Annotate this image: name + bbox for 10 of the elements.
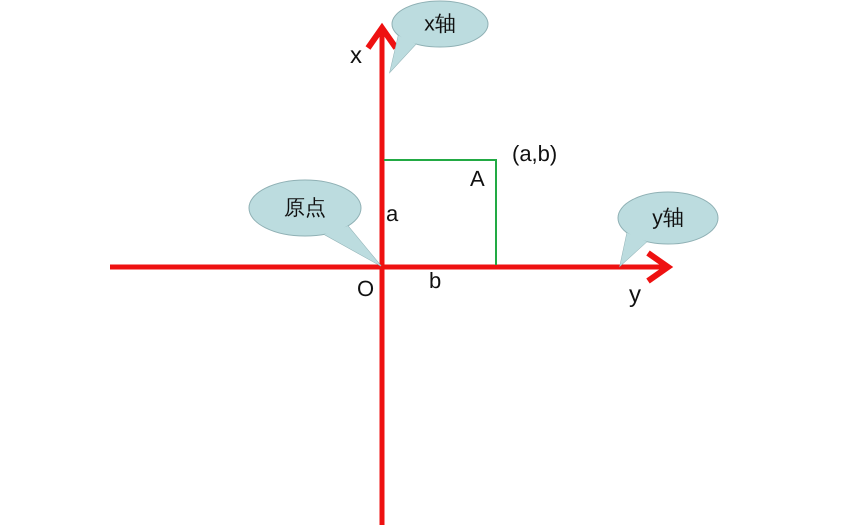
axis-label: b bbox=[429, 270, 442, 292]
axis-label: y bbox=[629, 283, 641, 307]
bubble-text: 原点 bbox=[284, 198, 326, 218]
axis-label: a bbox=[386, 203, 398, 225]
axis-label: A bbox=[470, 168, 485, 190]
axis-label: x bbox=[350, 44, 362, 68]
bubble-text: x轴 bbox=[424, 14, 456, 34]
bubble-text: y轴 bbox=[652, 208, 684, 228]
axis-label: (a,b) bbox=[512, 143, 558, 165]
axis-label: O bbox=[357, 278, 374, 300]
